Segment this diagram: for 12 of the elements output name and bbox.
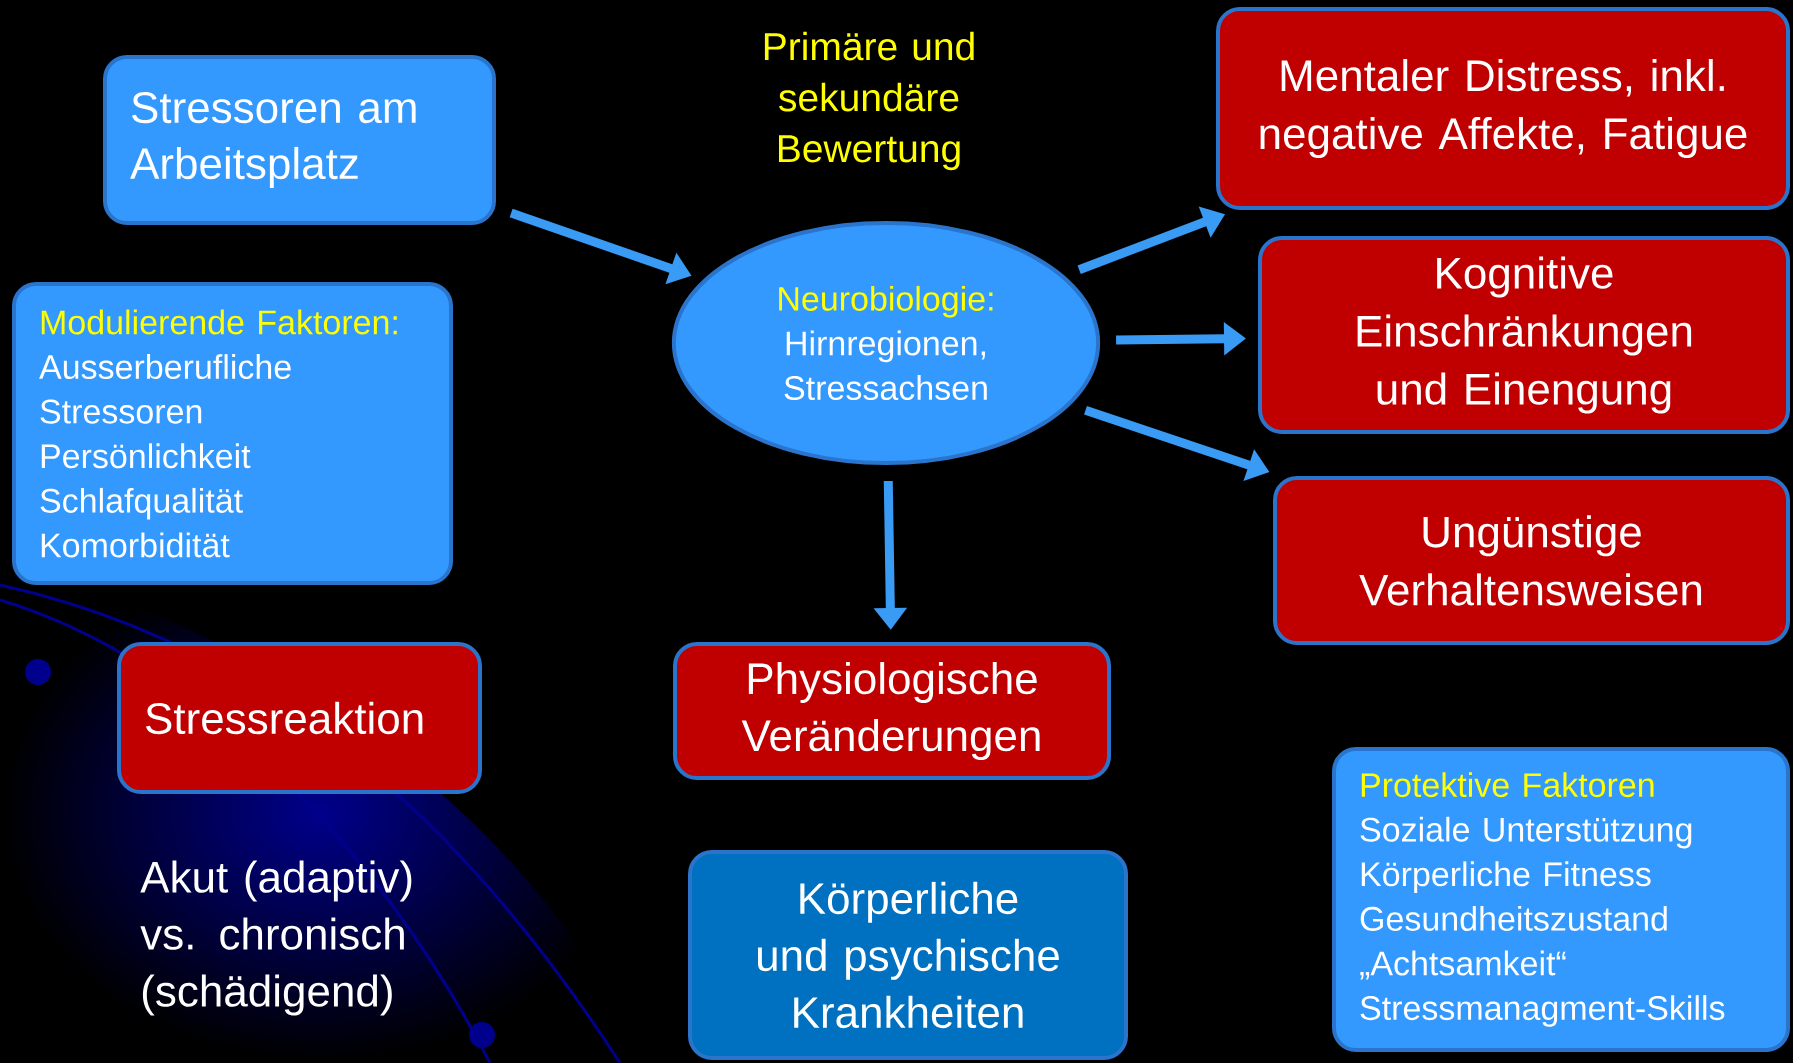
- factor-box: Modulierende Faktoren: Ausserberufliche Stressoren Persönlichkeit Schlafqualität Komorbidität: [12, 282, 453, 585]
- outcome-box: Mentaler Distress, inkl. negative Affekte, Fatigue: [1216, 7, 1790, 210]
- outcome-box: Physiologische Veränderungen: [673, 642, 1111, 780]
- note-text: Akut (adaptiv) vs. chronisch (schädigend): [140, 860, 412, 1016]
- annotation-text: Primäre und sekundäre Bewertung: [764, 31, 974, 171]
- outcome-box: Ungünstige Verhaltensweisen: [1273, 476, 1790, 645]
- factor-box: Protektive Faktoren Soziale Unterstützung Körperliche Fitness Gesundheitszustand „Achtsamkeit“ Stressmanagment-Skills: [1332, 747, 1790, 1052]
- process-box: Stressoren am Arbeitsplatz: [103, 55, 496, 225]
- process-box: Stressreaktion: [117, 642, 482, 794]
- disease-box: Körperliche und psychische Krankheiten: [688, 850, 1128, 1060]
- outcome-box: Kognitive Einschränkungen und Einengung: [1258, 236, 1790, 434]
- ellipse-node: Neurobiologie: Hirnregionen, Stressachsen: [671, 221, 1101, 465]
